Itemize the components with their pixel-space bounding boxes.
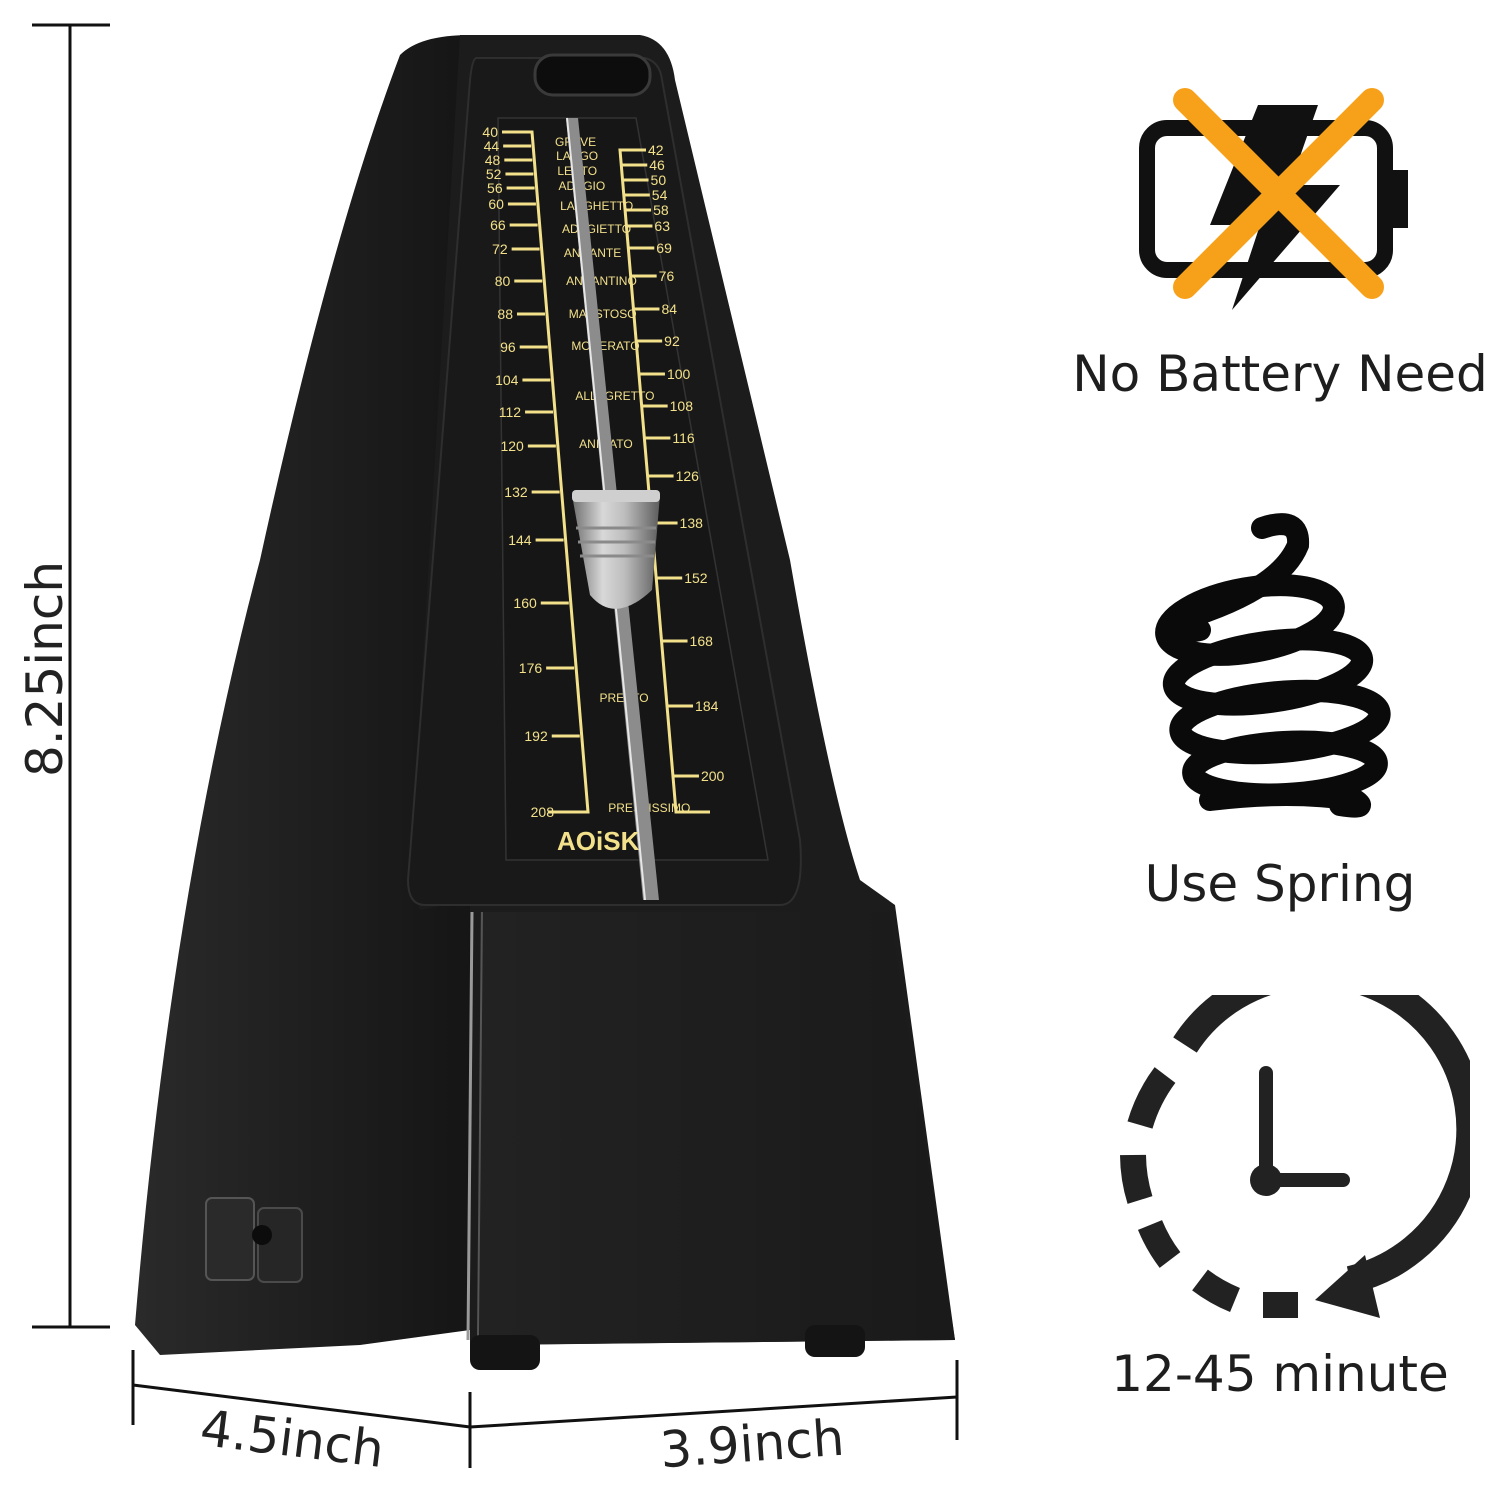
spring-label: Use Spring [1144,855,1416,913]
svg-text:50: 50 [651,172,667,188]
no-battery-icon [1139,88,1408,310]
svg-text:MODERATO: MODERATO [571,339,639,353]
svg-text:138: 138 [680,515,704,531]
svg-text:96: 96 [500,339,516,355]
svg-text:LARGHETTO: LARGHETTO [560,199,633,213]
base-dimension-lines [131,1350,959,1468]
svg-text:ANDANTINO: ANDANTINO [566,274,637,288]
svg-text:52: 52 [486,166,502,182]
svg-text:72: 72 [492,241,508,257]
svg-text:132: 132 [504,484,528,500]
svg-text:104: 104 [495,372,519,388]
svg-text:92: 92 [664,333,680,349]
svg-text:100: 100 [667,366,691,382]
svg-text:42: 42 [648,142,664,158]
brand-logo: AOiSK [557,826,640,856]
svg-text:184: 184 [695,698,719,714]
svg-text:63: 63 [654,218,670,234]
height-dimension-line [32,23,110,1329]
metronome-product-image [135,35,955,1370]
svg-text:84: 84 [661,301,677,317]
svg-text:40: 40 [482,124,498,140]
svg-text:200: 200 [701,768,725,784]
svg-text:80: 80 [495,273,511,289]
svg-text:56: 56 [487,180,503,196]
svg-text:48: 48 [485,152,501,168]
winding-key [205,1197,303,1283]
svg-text:88: 88 [497,306,513,322]
svg-text:66: 66 [490,217,506,233]
svg-text:192: 192 [524,728,548,744]
svg-text:60: 60 [488,196,504,212]
svg-text:176: 176 [519,660,543,676]
svg-text:ANDANTE: ANDANTE [564,246,621,260]
no-battery-label: No Battery Need [1072,345,1488,403]
svg-text:108: 108 [670,398,694,414]
pendulum-weight-icon [572,490,660,609]
timer-label: 12-45 minute [1111,1345,1449,1403]
svg-text:126: 126 [676,468,700,484]
svg-text:152: 152 [684,570,708,586]
spring-icon [1155,513,1391,818]
svg-text:54: 54 [652,187,668,203]
svg-text:69: 69 [656,240,672,256]
svg-text:168: 168 [690,633,714,649]
svg-text:120: 120 [500,438,524,454]
clock-timer-icon [1120,995,1470,1318]
svg-text:ADAGIETTO: ADAGIETTO [562,222,631,236]
svg-text:MAESTOSO: MAESTOSO [569,307,637,321]
svg-text:58: 58 [653,202,669,218]
svg-text:208: 208 [531,804,555,820]
svg-text:116: 116 [672,430,695,446]
svg-text:44: 44 [484,138,500,154]
svg-text:ALLEGRETTO: ALLEGRETTO [575,389,654,403]
svg-text:144: 144 [508,532,532,548]
svg-text:112: 112 [499,404,522,420]
svg-text:160: 160 [513,595,537,611]
svg-text:46: 46 [649,157,665,173]
svg-text:76: 76 [659,268,675,284]
